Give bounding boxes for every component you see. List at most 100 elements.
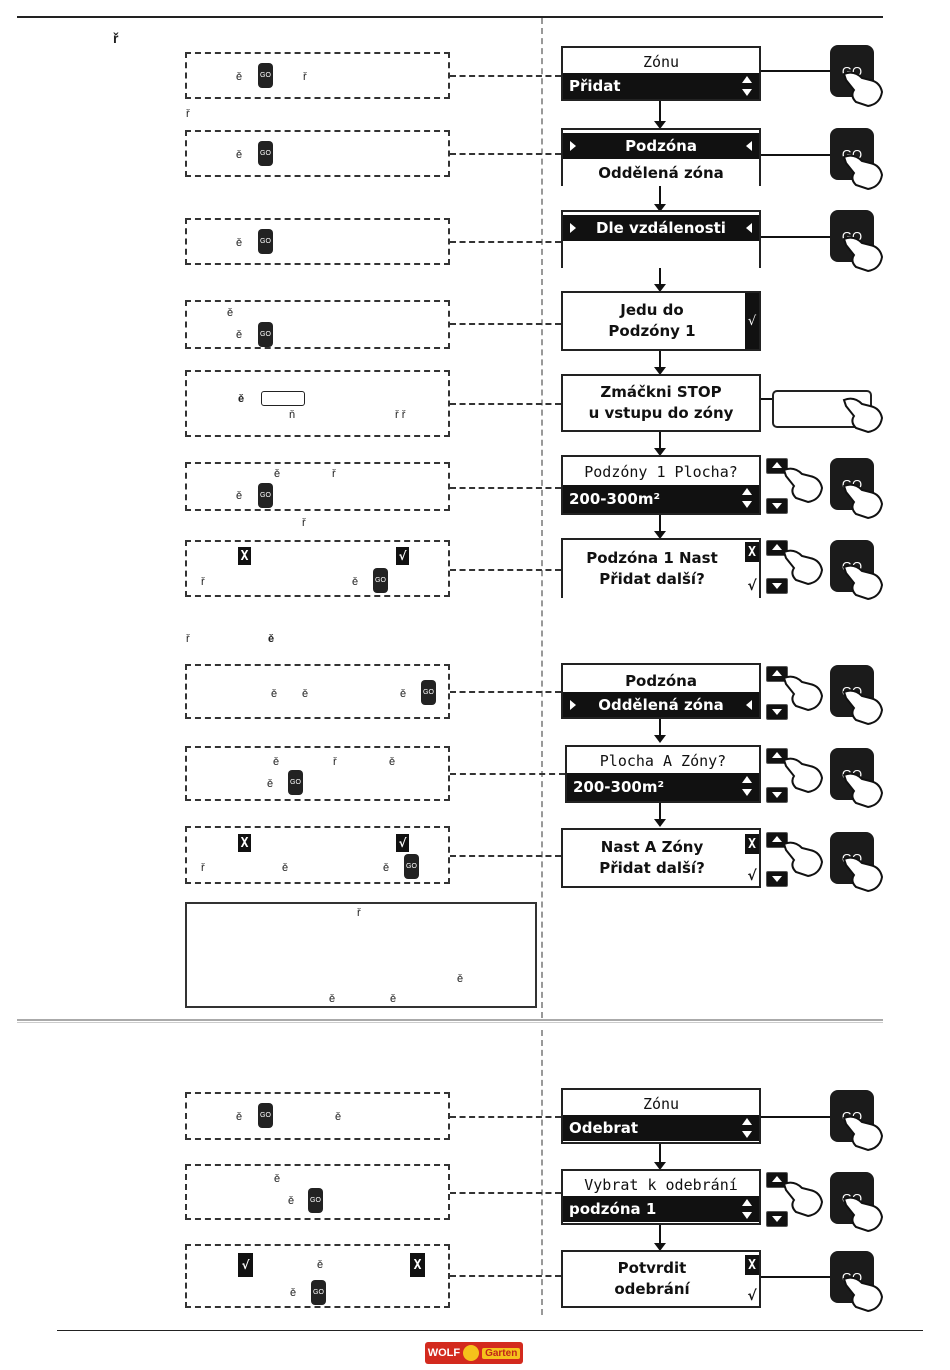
- triangle-right-icon: [570, 141, 576, 151]
- go-button-icon: GO: [258, 141, 273, 166]
- lcd-screen-select-remove: Vybrat k odebrání podzóna 1: [561, 1169, 761, 1225]
- flow-arrow: [654, 803, 666, 827]
- instruction-box-12: ě ě GO: [185, 1164, 450, 1220]
- link-line: [761, 1276, 831, 1278]
- x-button-icon: X: [410, 1253, 425, 1277]
- check-button-icon: √: [238, 1253, 253, 1277]
- down-arrow-icon: [766, 578, 788, 594]
- check-icon: √: [747, 1288, 757, 1304]
- stop-button-icon: [261, 391, 305, 406]
- triangle-left-icon: [746, 223, 752, 233]
- x-icon: X: [745, 542, 759, 562]
- connector: [450, 773, 565, 775]
- go-button-icon: GO: [258, 229, 273, 254]
- check-button-icon: √: [396, 547, 409, 565]
- hand-press-icon: [842, 71, 884, 108]
- flow-arrow: [654, 432, 666, 456]
- lcd-screen-by-distance: Dle vzdálenosti: [561, 210, 761, 268]
- instruction-box-4: ě ě GO: [185, 300, 450, 349]
- flow-arrow: [654, 1144, 666, 1170]
- connector: [450, 487, 561, 489]
- connector: [450, 403, 561, 405]
- up-arrow-icon: [766, 1172, 788, 1188]
- hand-press-icon: [782, 757, 824, 794]
- link-line: [761, 236, 831, 238]
- hand-press-icon: [842, 1196, 884, 1233]
- hand-press-icon: [782, 549, 824, 586]
- updown-icon: [742, 1118, 752, 1138]
- hand-press-icon: [782, 1181, 824, 1218]
- lcd-screen-subzone-area: Podzóny 1 Plocha? 200-300m²: [561, 455, 761, 515]
- section-divider-inner: [17, 1022, 883, 1023]
- flow-arrow: [654, 719, 666, 743]
- triangle-left-icon: [746, 700, 752, 710]
- wolf-head-icon: [463, 1345, 480, 1361]
- connector: [450, 855, 561, 857]
- link-line: [761, 70, 831, 72]
- hand-press-icon: [842, 856, 884, 893]
- column-divider-top: [541, 18, 543, 1018]
- up-arrow-icon: [766, 458, 788, 474]
- go-button-icon: GO: [288, 770, 303, 795]
- hand-press-icon: [782, 675, 824, 712]
- updown-icon: [742, 76, 752, 96]
- hand-press-icon: [842, 483, 884, 520]
- go-button-icon: GO: [421, 680, 436, 705]
- down-arrow-icon: [766, 787, 788, 803]
- updown-icon: [742, 1199, 752, 1219]
- header-char: ř: [113, 30, 119, 46]
- up-arrow-icon: [766, 540, 788, 556]
- updown-icon: [742, 776, 752, 796]
- go-button-icon: GO: [404, 854, 419, 879]
- x-icon: X: [745, 834, 759, 854]
- x-icon: X: [745, 1255, 759, 1275]
- hand-press-icon: [842, 154, 884, 191]
- updown-icon: [742, 488, 752, 508]
- instruction-box-6: ě ř ě GO: [185, 462, 450, 511]
- instruction-box-2: ě GO: [185, 130, 450, 177]
- instruction-box-10: X √ ř ě ě GO: [185, 826, 450, 884]
- up-arrow-icon: [766, 832, 788, 848]
- instruction-box-1: ě GO ř: [185, 52, 450, 99]
- check-button-icon: √: [396, 834, 409, 852]
- hand-press-icon: [782, 841, 824, 878]
- go-button-icon: GO: [258, 483, 273, 508]
- hand-press-icon: [842, 772, 884, 809]
- instruction-box-13: √ X ě ě GO: [185, 1244, 450, 1308]
- lcd-screen-zone-remove: Zónu Odebrat: [561, 1088, 761, 1144]
- link-line: [761, 398, 775, 400]
- down-arrow-icon: [766, 704, 788, 720]
- down-arrow-icon: [766, 871, 788, 887]
- connector: [450, 569, 561, 571]
- top-rule: [17, 16, 883, 18]
- instruction-box-3: ě GO: [185, 218, 450, 265]
- go-button-icon: GO: [308, 1188, 323, 1213]
- go-button-icon: GO: [311, 1280, 326, 1305]
- hand-press-icon: [842, 397, 884, 434]
- connector: [450, 241, 561, 243]
- x-button-icon: X: [238, 834, 251, 852]
- triangle-right-icon: [570, 223, 576, 233]
- lcd-screen-separate-zone: Podzóna Oddělená zóna: [561, 663, 761, 719]
- lcd-screen-zone-add: Zónu Přidat: [561, 46, 761, 101]
- connector: [450, 323, 561, 325]
- down-arrow-icon: [766, 1211, 788, 1227]
- hand-press-icon: [842, 564, 884, 601]
- flow-arrow: [654, 515, 666, 539]
- x-button-icon: X: [238, 547, 251, 565]
- down-arrow-icon: [766, 498, 788, 514]
- instruction-box-11: ě GO ě: [185, 1092, 450, 1140]
- connector: [450, 1275, 561, 1277]
- go-button-icon: GO: [258, 1103, 273, 1128]
- column-divider-bottom: [541, 1030, 543, 1315]
- go-button-icon: GO: [373, 568, 388, 593]
- connector: [450, 691, 561, 693]
- flow-arrow: [654, 186, 666, 212]
- check-icon: √: [747, 868, 757, 884]
